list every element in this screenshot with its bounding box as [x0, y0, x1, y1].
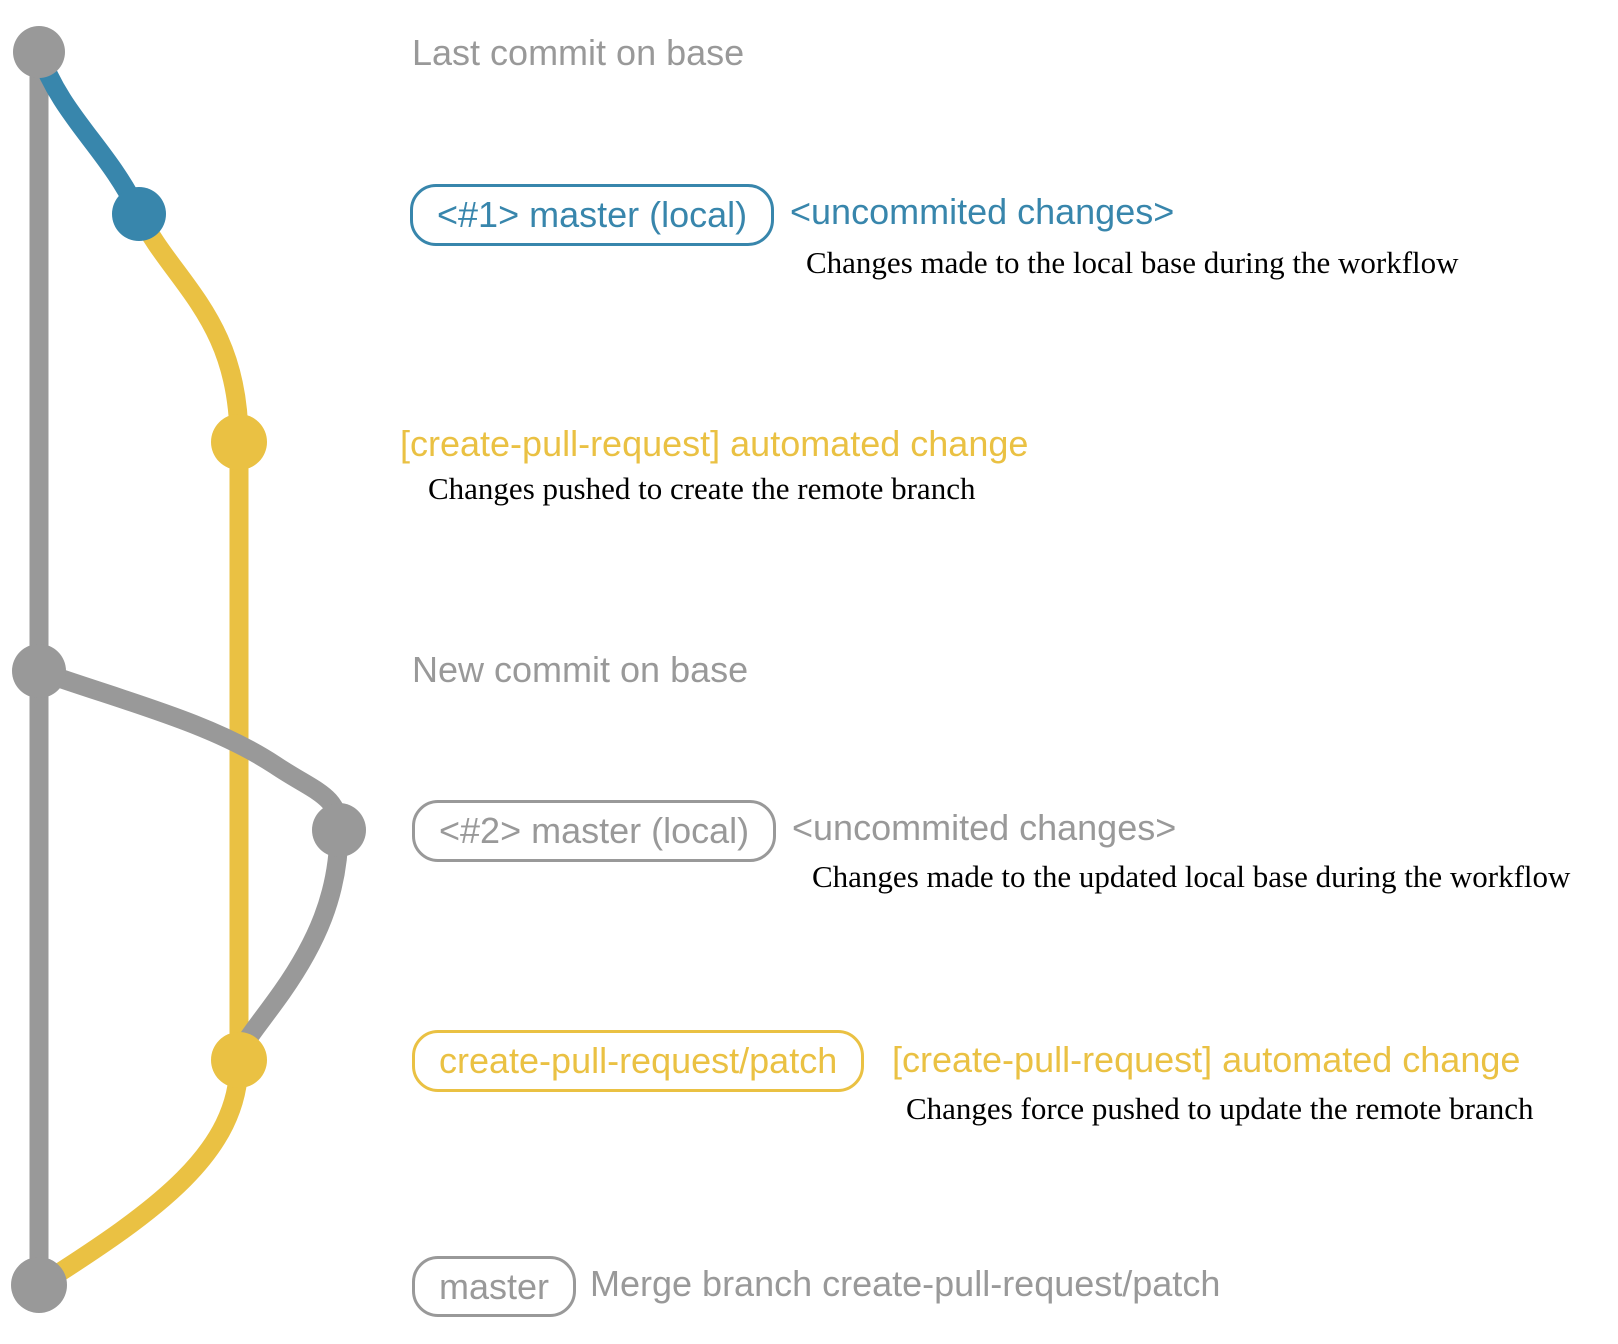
commit-dot-local-1 — [112, 187, 166, 241]
commit-dot-base-tip — [13, 26, 65, 78]
commit-dot-remote-2 — [211, 1032, 267, 1088]
badge-master-local-1: <#1> master (local) — [410, 184, 775, 246]
badge-master: master — [412, 1256, 577, 1317]
commit-dot-base-new — [12, 644, 66, 698]
remote-branch-curve — [30, 204, 249, 1295]
detail-push-remote-branch: Changes pushed to create the remote bran… — [428, 471, 976, 506]
detail-force-push-remote-branch: Changes force pushed to update the remot… — [906, 1091, 1534, 1126]
commit-dot-remote-1 — [211, 414, 267, 470]
note-uncommitted-changes-1: <uncommited changes> — [790, 191, 1175, 232]
badge-create-pull-request-patch: create-pull-request/patch — [412, 1030, 865, 1092]
badge-master-local-2: <#2> master (local) — [412, 800, 777, 862]
detail-local-changes-2: Changes made to the updated local base d… — [812, 859, 1571, 894]
local-changes-2-curve — [29, 661, 349, 1064]
title-automated-change-1: [create-pull-request] automated change — [400, 423, 1029, 464]
note-uncommitted-changes-2: <uncommited changes> — [792, 807, 1177, 848]
commit-dot-local-2 — [312, 803, 366, 857]
local-changes-1-curve — [29, 42, 149, 224]
title-automated-change-2: [create-pull-request] automated change — [892, 1039, 1521, 1080]
detail-local-changes-1: Changes made to the local base during th… — [806, 245, 1459, 280]
label-new-commit-on-base: New commit on base — [412, 649, 749, 690]
label-last-commit-on-base: Last commit on base — [412, 32, 745, 73]
note-merge-branch: Merge branch create-pull-request/patch — [590, 1263, 1221, 1304]
commit-dot-merge — [11, 1257, 67, 1313]
